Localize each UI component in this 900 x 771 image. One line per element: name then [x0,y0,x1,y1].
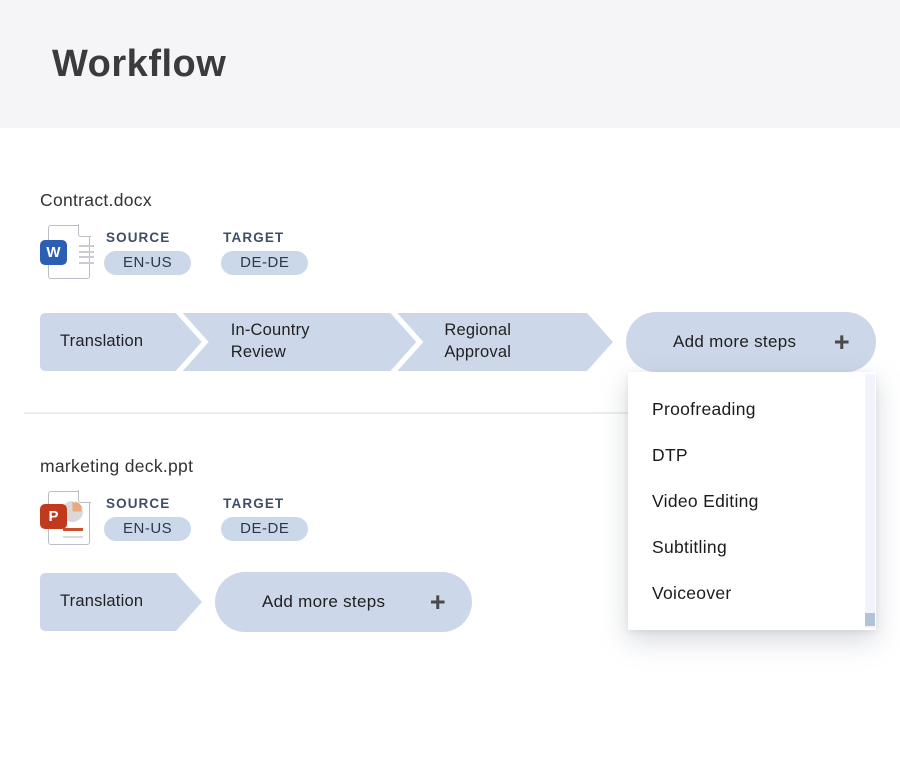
section-divider [24,412,876,414]
add-steps-dropdown-anchor: Add more steps + Proofreading DTP Video … [626,312,876,630]
word-file-icon: W [40,224,96,282]
document-text-lines [79,245,94,267]
target-language-group: TARGET DE-DE [221,224,309,275]
file-name-marketing-deck: marketing deck.ppt [40,456,194,476]
slide-accent-line [63,528,83,531]
source-language-pill: EN-US [104,517,192,541]
dropdown-item-video-editing[interactable]: Video Editing [652,490,759,511]
file-name-contract: Contract.docx [40,190,152,210]
workflow-steps-row: Translation In-Country Review Regional A… [40,312,876,630]
page-title: Workflow [52,42,227,85]
dropdown-item-proofreading[interactable]: Proofreading [652,398,756,419]
source-language-group: SOURCE EN-US [104,224,192,275]
add-more-steps-label: Add more steps [262,592,386,611]
target-language-group: TARGET DE-DE [221,490,309,541]
source-label: SOURCE [106,496,171,511]
document-page-shape [48,490,91,545]
powerpoint-file-icon: P [40,490,96,548]
scrollbar-thumb[interactable] [865,613,875,626]
dropdown-item-voiceover[interactable]: Voiceover [652,582,732,603]
slide-text-line [63,536,83,538]
add-steps-anchor: Add more steps + [215,572,472,632]
step-regional-approval[interactable]: Regional Approval [397,313,613,371]
add-more-steps-button[interactable]: Add more steps + [626,312,876,372]
scrollbar-track[interactable] [865,374,875,628]
page-fold-corner [77,224,91,238]
page-header: Workflow [0,0,900,128]
plus-icon: + [833,326,850,357]
main-content: Contract.docx W SOURCE EN-US TARGET DE-D… [0,190,900,632]
target-label: TARGET [223,230,285,245]
dropdown-item-dtp[interactable]: DTP [652,444,688,465]
add-more-steps-button[interactable]: Add more steps + [215,572,472,632]
word-badge: W [40,240,67,265]
target-language-pill: DE-DE [221,251,309,275]
file-meta: W SOURCE EN-US TARGET DE-DE [40,224,876,282]
step-translation[interactable]: Translation [40,573,202,631]
step-translation[interactable]: Translation [40,313,202,371]
add-steps-dropdown: Proofreading DTP Video Editing Subtitlin… [628,372,876,630]
dropdown-item-subtitling[interactable]: Subtitling [652,536,727,557]
powerpoint-badge: P [40,504,67,529]
source-language-pill: EN-US [104,251,192,275]
source-label: SOURCE [106,230,171,245]
pie-chart-graphic [62,501,83,522]
source-language-group: SOURCE EN-US [104,490,192,541]
plus-icon: + [429,586,446,617]
target-label: TARGET [223,496,285,511]
add-more-steps-label: Add more steps [673,332,797,351]
workflow-steps-row: Translation Add more steps + [40,572,876,632]
target-language-pill: DE-DE [221,517,309,541]
page-fold-corner [77,490,91,504]
step-in-country-review[interactable]: In-Country Review [183,313,417,371]
file-meta: P SOURCE EN-US TARGET DE-DE [40,490,876,548]
